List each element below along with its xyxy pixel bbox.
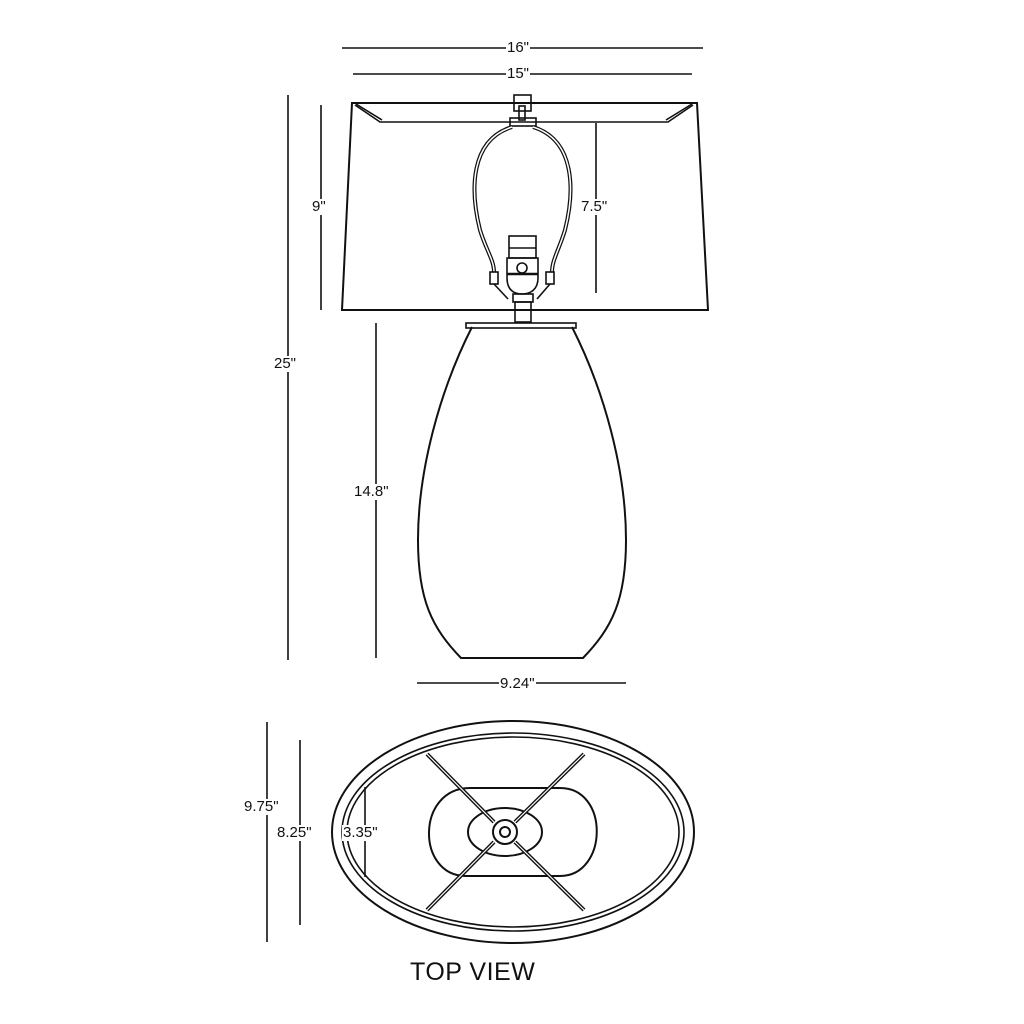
dim-label-base-height: 14.8" <box>353 483 390 500</box>
dim-label-top-outer-depth: 9.75" <box>243 798 280 815</box>
dim-label-top-inner-depth: 8.25" <box>276 824 313 841</box>
dim-label-shade-outer-width: 16" <box>506 39 531 56</box>
dim-label-shade-height: 9" <box>311 198 327 215</box>
dim-label-harp-height: 7.5" <box>580 198 609 215</box>
lamp-shade <box>340 102 710 311</box>
dim-label-overall-height: 25" <box>273 355 298 372</box>
finial <box>509 94 537 127</box>
harp <box>472 125 573 300</box>
dim-label-shade-inner-width: 15" <box>506 65 531 82</box>
top-view-drawing <box>331 720 695 944</box>
top-view-title: TOP VIEW <box>410 958 536 986</box>
socket <box>506 235 539 323</box>
lamp-base <box>416 322 628 659</box>
dim-label-top-center-depth: 3.35" <box>342 824 379 841</box>
dim-label-base-width: 9.24" <box>499 675 536 692</box>
